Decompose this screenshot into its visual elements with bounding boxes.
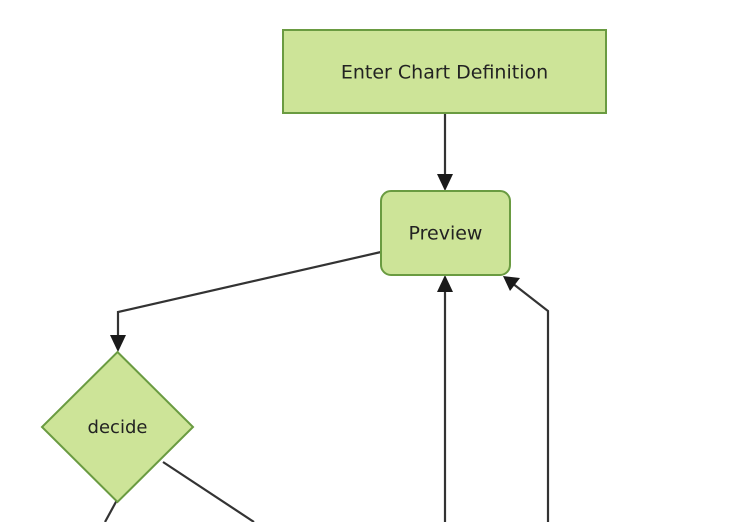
edge-incoming-right-to-preview: [503, 276, 550, 522]
edge-preview-to-decide-line: [116, 250, 382, 342]
edge-decide-right-out-line: [162, 461, 255, 522]
arrowhead-up-into-preview-bottom: [437, 275, 453, 292]
node-preview-shape[interactable]: [380, 190, 511, 276]
node-preview[interactable]: Preview: [380, 190, 511, 276]
edge-decide-bottom-out-line: [104, 499, 118, 522]
edge-incoming-right-line: [511, 282, 550, 522]
node-decide[interactable]: decide: [40, 350, 195, 504]
node-enter-chart-definition[interactable]: Enter Chart Definition: [282, 29, 607, 114]
node-preview-label: Preview: [409, 223, 483, 245]
edge-decide-bottom-out: [104, 499, 118, 522]
node-decide-label: decide: [88, 417, 148, 438]
edge-enter-to-preview: [437, 113, 453, 191]
node-enter-chart-definition-label: Enter Chart Definition: [341, 62, 548, 84]
arrowhead-down-into-decide: [110, 335, 126, 352]
node-enter-chart-definition-shape[interactable]: [282, 29, 607, 114]
node-decide-shape[interactable]: [40, 350, 195, 504]
arrowhead-down-into-preview: [437, 174, 453, 191]
edge-incoming-center-to-preview: [437, 275, 453, 522]
edge-preview-to-decide: [110, 250, 382, 352]
arrowhead-upleft-into-preview-corner: [503, 276, 520, 291]
edge-decide-right-out: [162, 461, 255, 522]
